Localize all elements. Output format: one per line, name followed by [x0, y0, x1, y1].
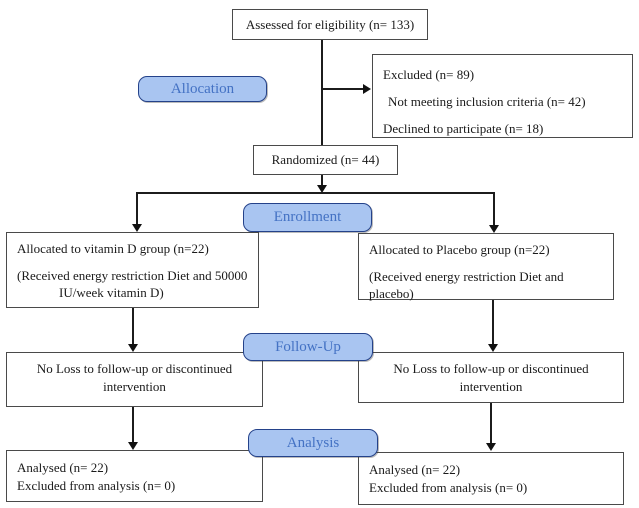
arrow-down-branch-icon	[317, 185, 327, 193]
followup-vitamin-d-box: No Loss to follow-up or discontinued int…	[6, 352, 263, 407]
branch-line	[137, 192, 495, 194]
allocated-vitamin-d-line2: (Received energy restriction Diet and 50…	[17, 267, 248, 283]
analysis-vitamin-d-line2: Excluded from analysis (n= 0)	[17, 477, 176, 493]
connector-assessed-to-randomized	[321, 40, 323, 145]
arrow-down-followup-left-icon	[128, 344, 138, 352]
excluded-line1: Excluded (n= 89)	[383, 67, 475, 82]
followup-placebo-box: No Loss to follow-up or discontinued int…	[358, 352, 624, 403]
stage-label-analysis: Analysis	[248, 429, 378, 457]
connector-followup-to-analysis-left	[132, 407, 134, 443]
allocated-vitamin-d-box: Allocated to vitamin D group (n=22) (Rec…	[6, 232, 259, 308]
connector-branch-to-vitamin-d	[136, 192, 138, 225]
allocated-placebo-line2: (Received energy restriction Diet and pl…	[369, 268, 564, 302]
stage-label-followup: Follow-Up	[243, 333, 373, 361]
followup-vitamin-d-line2: intervention	[103, 378, 166, 394]
allocated-vitamin-d-line3: IU/week vitamin D)	[59, 285, 164, 301]
arrow-down-vitamin-d-icon	[132, 224, 142, 232]
excluded-line2: Not meeting inclusion criteria (n= 42)	[388, 94, 586, 109]
allocated-placebo-box: Allocated to Placebo group (n=22) (Recei…	[358, 233, 614, 302]
followup-placebo-line1: No Loss to follow-up or discontinued	[393, 361, 589, 376]
randomized-box: Randomized (n= 44)	[253, 145, 398, 175]
followup-placebo-line2: intervention	[459, 378, 523, 394]
analysis-placebo-line1: Analysed (n= 22)	[369, 462, 461, 477]
arrow-down-analysis-right-icon	[486, 443, 496, 451]
connector-randomized-to-branch	[321, 175, 323, 187]
analysis-vitamin-d-line1: Analysed (n= 22)	[17, 460, 109, 475]
stage-label-enrollment: Enrollment	[243, 203, 372, 232]
arrow-down-analysis-left-icon	[128, 442, 138, 450]
assessed-eligibility-text: Assessed for eligibility (n= 133)	[245, 16, 415, 32]
connector-branch-to-placebo	[493, 192, 495, 226]
excluded-line3: Declined to participate (n= 18)	[383, 121, 544, 136]
analysis-placebo-box: Analysed (n= 22) Excluded from analysis …	[358, 452, 624, 505]
arrow-down-placebo-icon	[489, 225, 499, 233]
connector-to-excluded	[322, 88, 364, 90]
connector-vitamin-d-to-followup	[132, 308, 134, 345]
stage-label-followup-text: Follow-Up	[275, 338, 341, 355]
allocated-placebo-line1: Allocated to Placebo group (n=22)	[369, 242, 550, 257]
stage-label-enrollment-text: Enrollment	[273, 209, 342, 225]
randomized-text: Randomized (n= 44)	[271, 152, 380, 168]
analysis-placebo-line2: Excluded from analysis (n= 0)	[369, 479, 528, 495]
arrow-right-excluded-icon	[363, 84, 371, 94]
arrow-down-followup-right-icon	[488, 344, 498, 352]
stage-label-analysis-text: Analysis	[286, 434, 340, 451]
connector-followup-to-analysis-right	[490, 403, 492, 444]
allocated-vitamin-d-line1: Allocated to vitamin D group (n=22)	[17, 241, 209, 256]
followup-vitamin-d-line1: No Loss to follow-up or discontinued	[36, 361, 233, 376]
stage-label-allocation-text: Allocation	[170, 80, 235, 97]
analysis-vitamin-d-box: Analysed (n= 22) Excluded from analysis …	[6, 450, 263, 502]
connector-placebo-to-followup	[492, 300, 494, 345]
stage-label-allocation: Allocation	[138, 76, 267, 102]
excluded-box: Excluded (n= 89) Not meeting inclusion c…	[372, 54, 633, 138]
assessed-eligibility-box: Assessed for eligibility (n= 133)	[232, 9, 428, 40]
